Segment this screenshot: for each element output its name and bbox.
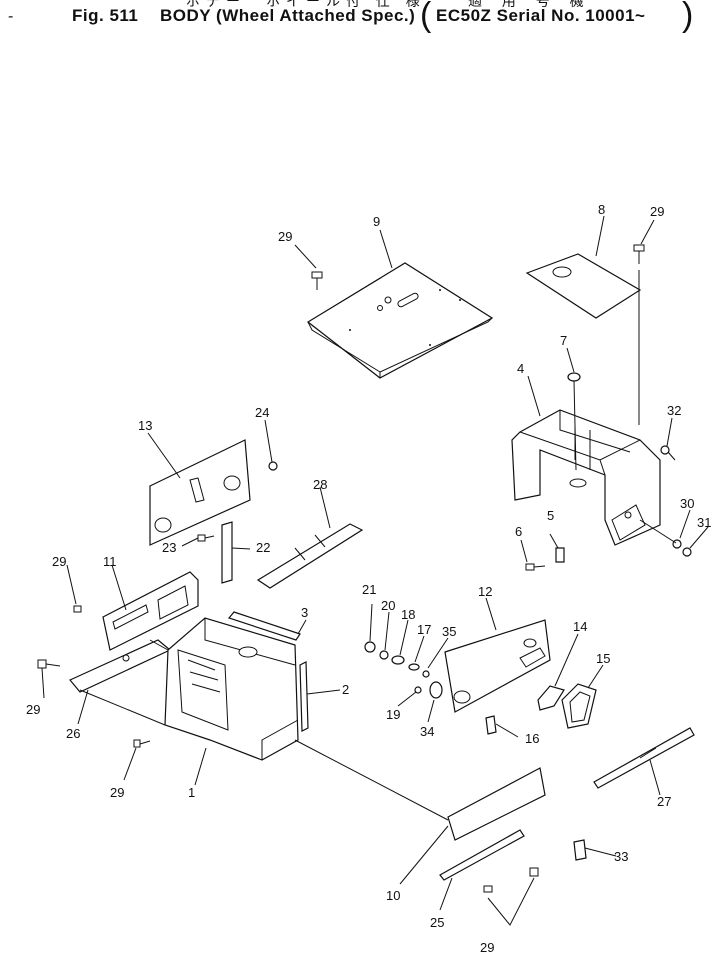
callout-19: 19 — [386, 707, 400, 722]
part-17-cap — [408, 663, 420, 671]
part-24-nut — [268, 461, 278, 471]
callout-35: 35 — [442, 624, 456, 639]
callout-2: 2 — [342, 682, 349, 697]
callout-29: 29 — [650, 204, 664, 219]
part-4-frame — [511, 409, 661, 546]
callout-27: 27 — [657, 794, 671, 809]
part-35-seal — [422, 670, 430, 678]
part-33-clip — [573, 839, 587, 861]
header-dash: - — [8, 8, 14, 25]
bolt-29-bottom-a — [483, 885, 493, 893]
part-21-grommet — [364, 641, 376, 653]
callout-10: 10 — [386, 888, 400, 903]
part-11-grille-bracket — [102, 571, 199, 651]
part-32-nut — [660, 445, 676, 461]
part-12-side-panel — [444, 619, 551, 713]
figure-number: Fig. 511 — [72, 6, 139, 25]
bolt-29-right-top — [633, 244, 645, 425]
callout-30: 30 — [680, 496, 694, 511]
bolt-29-bottom-b — [529, 867, 539, 877]
part-10-lower-panel — [447, 767, 546, 841]
callout-31: 31 — [697, 515, 711, 530]
callout-labels: 29 9 8 29 7 4 32 13 24 28 5 6 30 31 23 2… — [26, 202, 711, 954]
part-18-cap — [391, 655, 405, 665]
part-30-washer — [672, 539, 682, 549]
callout-21: 21 — [362, 582, 376, 597]
header-close-paren: ) — [682, 0, 694, 34]
part-3-strip — [227, 611, 301, 641]
callout-29: 29 — [52, 554, 66, 569]
bolt-29-lower-left — [133, 739, 151, 748]
callout-5: 5 — [547, 508, 554, 523]
callout-20: 20 — [381, 598, 395, 613]
callout-16: 16 — [525, 731, 539, 746]
guide-line-body-to-panel — [294, 739, 449, 821]
callout-25: 25 — [430, 915, 444, 930]
part-15-gasket — [561, 683, 597, 729]
part-31-nut — [682, 547, 692, 557]
callout-12: 12 — [478, 584, 492, 599]
callout-29: 29 — [278, 229, 292, 244]
part-27-rod — [593, 727, 695, 789]
callout-22: 22 — [256, 540, 270, 555]
guide-line-bottom-bolts — [487, 877, 535, 926]
header-japanese-title: ボデー ホイール付 仕 様 — [186, 0, 426, 9]
callout-14: 14 — [573, 619, 587, 634]
callout-29: 29 — [480, 940, 494, 954]
bolt-29-far-left — [37, 659, 61, 669]
callout-4: 4 — [517, 361, 524, 376]
callout-33: 33 — [614, 849, 628, 864]
callout-29: 29 — [26, 702, 40, 717]
callout-3: 3 — [301, 605, 308, 620]
part-6-bolt — [525, 563, 546, 571]
part-8-cover-plate — [525, 253, 642, 319]
part-14-mirror-glass — [537, 685, 565, 711]
callout-28: 28 — [313, 477, 327, 492]
part-16-handle — [485, 715, 497, 735]
guide-line-26-to-1 — [79, 689, 166, 726]
part-22-latch — [221, 521, 233, 584]
part-23-bolt — [197, 534, 215, 542]
callout-11: 11 — [103, 554, 117, 569]
callout-18: 18 — [401, 607, 415, 622]
callout-6: 6 — [515, 524, 522, 539]
part-20-grommet — [379, 650, 389, 660]
callout-23: 23 — [162, 540, 176, 555]
bolt-29-mid-left — [73, 605, 82, 613]
part-28-bracket — [256, 523, 364, 589]
part-9-roof-cover — [306, 262, 494, 379]
guide-line-11-to-1 — [149, 639, 169, 651]
part-5-bracket — [555, 547, 565, 563]
serial-applicability: EC50Z Serial No. 10001~ — [436, 6, 646, 25]
callout-17: 17 — [417, 622, 431, 637]
part-34-plug — [429, 681, 443, 699]
callout-32: 32 — [667, 403, 681, 418]
callout-29: 29 — [110, 785, 124, 800]
callout-26: 26 — [66, 726, 80, 741]
part-2-strip — [299, 661, 309, 732]
part-7-nut — [567, 372, 581, 471]
callout-15: 15 — [596, 651, 610, 666]
part-19-washer — [414, 686, 422, 694]
part-13-side-panel — [149, 439, 251, 546]
part-25-rail — [439, 829, 525, 881]
part-1-main-body — [164, 617, 299, 761]
callout-7: 7 — [560, 333, 567, 348]
callout-1: 1 — [188, 785, 195, 800]
bolt-29-left-top — [311, 271, 323, 290]
header-open-paren: ( — [420, 0, 432, 34]
part-26-base-plate — [69, 639, 172, 693]
leader-lines — [41, 215, 709, 911]
callout-9: 9 — [373, 214, 380, 229]
callout-34: 34 — [420, 724, 434, 739]
callout-24: 24 — [255, 405, 269, 420]
callout-8: 8 — [598, 202, 605, 217]
header-japanese-serial: 適 用 号 機 — [468, 0, 592, 9]
figure-title: BODY (Wheel Attached Spec.) — [160, 6, 416, 25]
callout-13: 13 — [138, 418, 152, 433]
